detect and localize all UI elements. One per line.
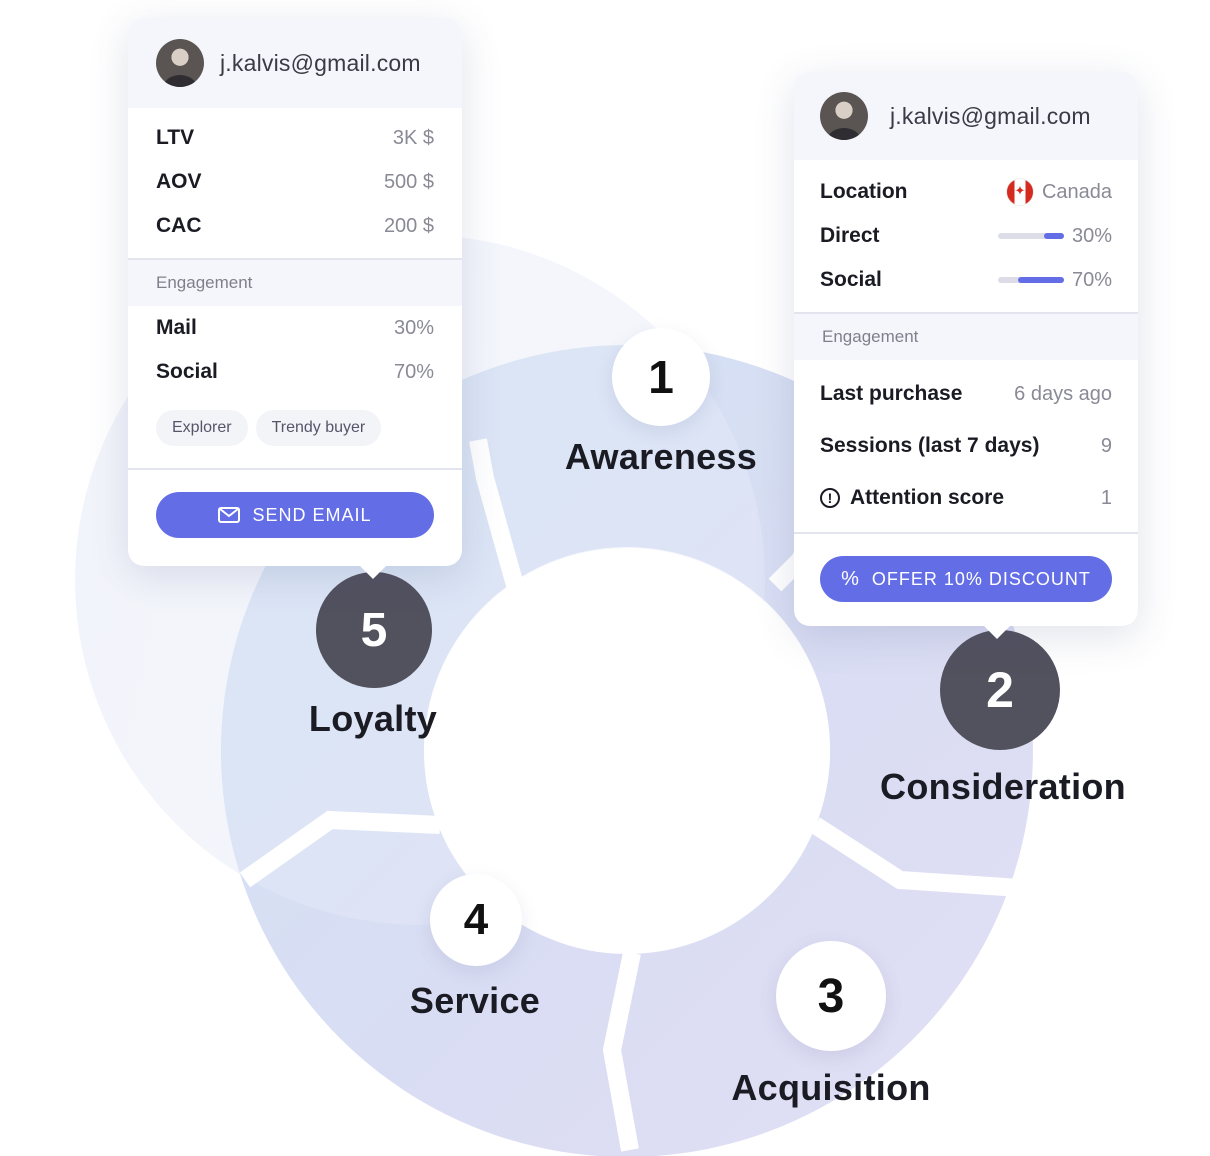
card-header: j.kalvis@gmail.com <box>128 18 462 108</box>
engagement-list: Last purchase 6 days ago Sessions (last … <box>794 360 1138 532</box>
percent-icon: % <box>841 567 860 590</box>
stage-4-number: 4 <box>430 874 522 966</box>
card-pointer <box>983 625 1011 639</box>
engagement-row: ! Attention score 1 <box>820 472 1112 524</box>
loyalty-customer-card: j.kalvis@gmail.com LTV 3K $ AOV 500 $ CA… <box>128 18 462 579</box>
engagement-value: 70% <box>393 360 434 383</box>
send-email-button[interactable]: SEND EMAIL <box>156 492 434 538</box>
stage-5-label: Loyalty <box>308 698 438 739</box>
metric-row: CAC 200 $ <box>156 204 434 248</box>
engagement-row: Last purchase 6 days ago <box>820 368 1112 420</box>
profile-list: Location Canada Direct 30% Social 70% <box>794 160 1138 312</box>
metric-value: 200 $ <box>383 214 434 237</box>
customer-email[interactable]: j.kalvis@gmail.com <box>890 102 1091 129</box>
engagement-row: Sessions (last 7 days) 9 <box>820 420 1112 472</box>
channel-value: 30% <box>1071 224 1112 247</box>
tag-chip[interactable]: Explorer <box>156 410 248 446</box>
engagement-key: Social <box>156 360 218 383</box>
metric-key: LTV <box>156 126 195 149</box>
card-pointer <box>359 565 387 579</box>
engagement-key: Attention score <box>850 486 1005 509</box>
engagement-value: 1 <box>1100 486 1112 509</box>
location-row: Location Canada <box>820 170 1112 214</box>
tag-chip[interactable]: Trendy buyer <box>255 410 382 446</box>
send-email-label: SEND EMAIL <box>252 504 372 525</box>
stage-4-label: Service <box>409 980 541 1021</box>
stage-3-number: 3 <box>776 941 886 1051</box>
metric-value: 500 $ <box>383 170 434 193</box>
engagement-list: Mail 30% Social 70% <box>128 306 462 394</box>
engagement-section-title: Engagement <box>794 312 1138 360</box>
metric-row: AOV 500 $ <box>156 160 434 204</box>
engagement-key: Mail <box>156 316 197 339</box>
stage-3-label: Acquisition <box>731 1067 931 1108</box>
alert-circle-icon: ! <box>820 488 840 508</box>
channel-value: 70% <box>1071 268 1112 291</box>
metrics-list: LTV 3K $ AOV 500 $ CAC 200 $ <box>128 108 462 258</box>
consideration-customer-card: j.kalvis@gmail.com Location Canada Direc… <box>794 72 1138 639</box>
mail-icon <box>218 507 241 523</box>
stage-1-label: Awareness <box>564 436 758 477</box>
engagement-key: Last purchase <box>820 382 963 405</box>
stage-2-number: 2 <box>940 630 1060 750</box>
engagement-value: 6 days ago <box>1014 382 1112 405</box>
metric-value: 3K $ <box>392 126 434 149</box>
channel-row: Direct 30% <box>820 214 1112 258</box>
channel-key: Social <box>820 268 882 291</box>
customer-email[interactable]: j.kalvis@gmail.com <box>220 49 421 76</box>
metric-key: AOV <box>156 170 202 193</box>
channel-row: Social 70% <box>820 258 1112 302</box>
channel-key: Direct <box>820 224 880 247</box>
metric-key: CAC <box>156 214 202 237</box>
engagement-value: 9 <box>1100 434 1112 457</box>
engagement-key-wrap: ! Attention score <box>820 486 1004 510</box>
engagement-row: Social 70% <box>156 350 434 394</box>
channel-progress-bar <box>997 233 1064 239</box>
avatar <box>820 92 868 140</box>
offer-discount-label: OFFER 10% DISCOUNT <box>871 568 1091 589</box>
avatar <box>156 39 204 87</box>
card-header: j.kalvis@gmail.com <box>794 72 1138 160</box>
stage-1-number: 1 <box>612 328 710 426</box>
stage-2-label: Consideration <box>880 766 1126 807</box>
metric-row: LTV 3K $ <box>156 116 434 160</box>
stage-5-number: 5 <box>316 572 432 688</box>
engagement-row: Mail 30% <box>156 306 434 350</box>
wheel-center <box>424 548 830 954</box>
offer-discount-button[interactable]: % OFFER 10% DISCOUNT <box>820 556 1112 602</box>
location-value: Canada <box>1041 180 1112 203</box>
engagement-value: 30% <box>393 316 434 339</box>
location-value-wrap: Canada <box>1005 178 1112 206</box>
channel-progress-bar <box>997 277 1064 283</box>
engagement-key: Sessions (last 7 days) <box>820 434 1040 457</box>
canada-flag-icon <box>1005 178 1034 206</box>
location-key: Location <box>820 180 908 203</box>
engagement-section-title: Engagement <box>128 258 462 306</box>
